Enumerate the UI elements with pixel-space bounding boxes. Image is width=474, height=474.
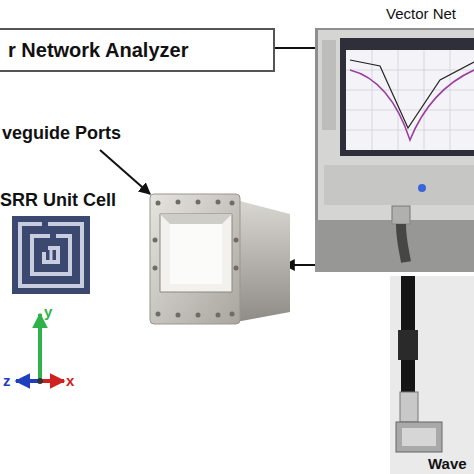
port-leader [100,150,150,194]
srr-unit-cell [12,216,90,294]
waveguide-photo [390,276,474,474]
axis-label: x [66,373,74,388]
vna-photo [315,28,474,272]
instrument-box: r Network Analyzer [0,28,275,72]
photo-caption: Vector Net [386,6,456,21]
axis-triad [16,314,64,384]
axis-label: y [44,304,52,319]
box-title: r Network Analyzer [8,39,188,62]
photo-caption: Wave [428,456,467,471]
part-label: veguide Ports [2,124,121,142]
waveguide-port [150,194,290,324]
part-label: SRR Unit Cell [0,191,116,209]
axis-label: z [3,373,11,388]
